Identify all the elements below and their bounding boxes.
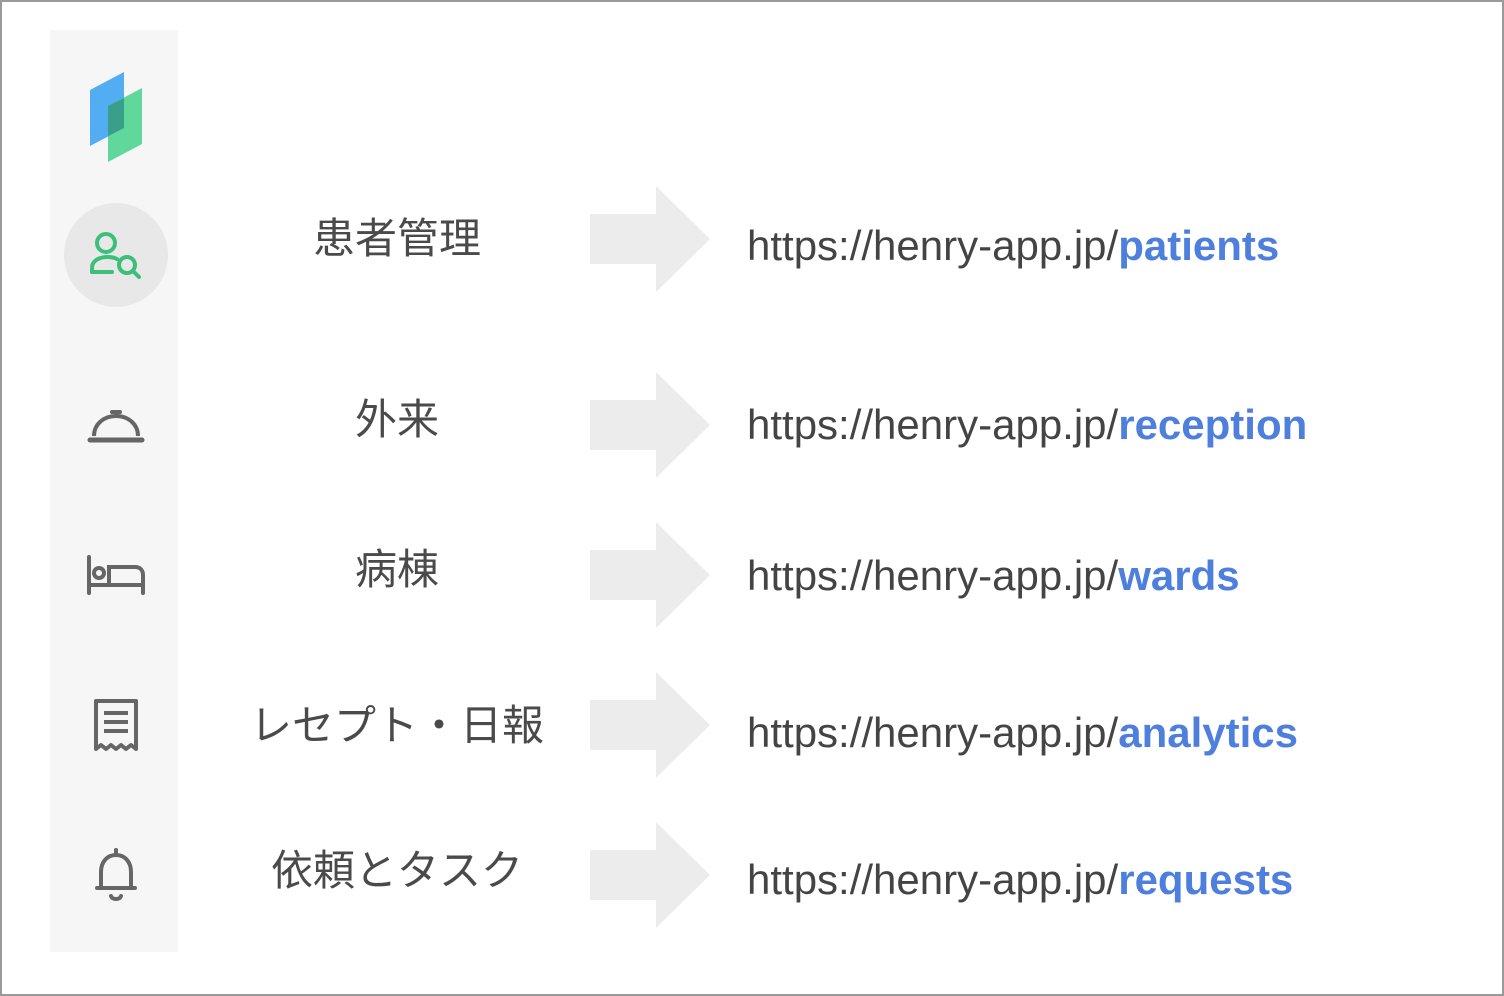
arrow-right-icon [590,672,710,778]
url-base: https://henry-app.jp/ [747,222,1119,269]
url-requests: https://henry-app.jp/requests [747,859,1293,901]
henry-logo [90,72,142,162]
arrow-right-icon [590,372,710,478]
sidebar [50,30,178,952]
bed-icon [87,555,145,595]
nav-item-analytics[interactable] [64,673,168,777]
label-requests: 依頼とタスク [270,846,523,895]
reception-bell-icon [87,410,145,443]
label-patients: 患者管理 [312,214,481,263]
url-patients: https://henry-app.jp/patients [747,225,1279,267]
arrow-right-icon [590,522,710,628]
url-base: https://henry-app.jp/ [747,552,1119,599]
url-wards: https://henry-app.jp/wards [747,555,1240,597]
receipt-icon [94,699,138,751]
url-reception: https://henry-app.jp/reception [747,404,1307,446]
url-path: reception [1118,401,1308,448]
arrow-right-icon [590,186,710,292]
arrow-right-icon [590,822,710,928]
url-path: wards [1118,552,1240,599]
label-wards: 病棟 [354,545,439,594]
url-analytics: https://henry-app.jp/analytics [747,712,1298,754]
person-search-icon [90,232,141,279]
url-base: https://henry-app.jp/ [747,856,1119,903]
url-path: analytics [1118,709,1298,756]
nav-item-patients[interactable] [64,203,168,307]
label-reception: 外来 [354,395,439,444]
url-base: https://henry-app.jp/ [747,401,1119,448]
bell-icon [95,848,137,901]
url-path: patients [1118,222,1280,269]
nav-item-requests[interactable] [64,822,168,926]
url-base: https://henry-app.jp/ [747,709,1119,756]
nav-item-wards[interactable] [64,523,168,627]
url-path: requests [1118,856,1294,903]
nav-item-reception[interactable] [64,374,168,478]
label-analytics: レセプト・日報 [249,701,544,750]
